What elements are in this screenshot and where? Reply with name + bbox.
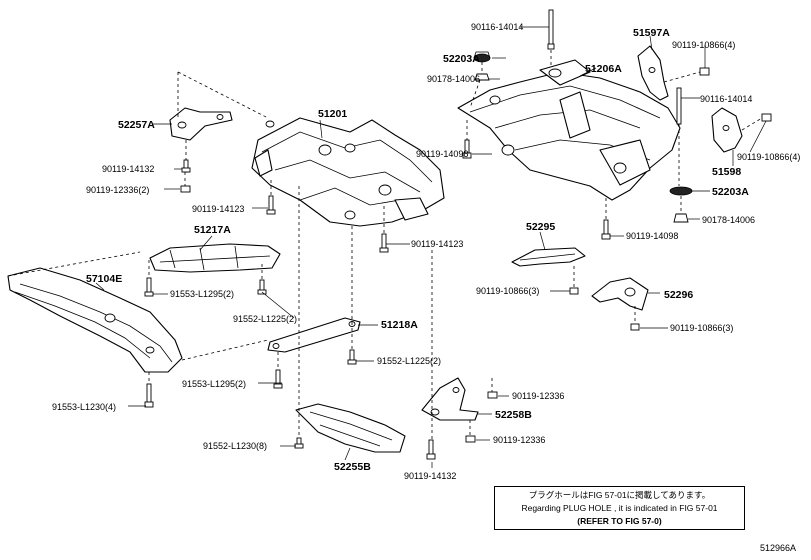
- label-51598: 51598: [712, 166, 741, 178]
- crossmember-51201[interactable]: [251, 117, 445, 227]
- label-91553-l1295-a: 91553-L1295(2): [170, 289, 234, 299]
- label-90119-10866-4-right: 90119-10866(4): [737, 152, 800, 162]
- label-51217a: 51217A: [194, 224, 231, 236]
- label-51201: 51201: [318, 108, 347, 120]
- label-90119-10866-4-top: 90119-10866(4): [672, 40, 735, 50]
- label-51206a: 51206A: [585, 63, 622, 75]
- cover-52255b[interactable]: [295, 403, 406, 453]
- label-57104e: 57104E: [86, 273, 122, 285]
- label-90119-12336-r1: 90119-12336: [512, 391, 564, 401]
- label-90119-14123-a: 90119-14123: [192, 204, 244, 214]
- label-51597a: 51597A: [633, 27, 670, 39]
- member-57104e[interactable]: [7, 267, 183, 373]
- figure-id: 512966A: [760, 543, 797, 553]
- alignment-lines: [7, 50, 763, 440]
- bracket-51597a[interactable]: [637, 45, 669, 101]
- nut-90178-top[interactable]: [474, 73, 490, 81]
- label-91552-l1230-8: 91552-L1230(8): [203, 441, 267, 451]
- label-51218a: 51218A: [381, 319, 418, 331]
- plug-hole-note: プラグホールはFIG 57-01に掲載してあります。 Regarding PLU…: [494, 486, 745, 530]
- label-52295: 52295: [526, 221, 555, 233]
- label-52257a: 52257A: [118, 119, 155, 131]
- bracket-52258b[interactable]: [421, 377, 479, 421]
- note-line-jp: プラグホールはFIG 57-01に掲載してあります。: [528, 490, 711, 500]
- label-90119-14132-left: 90119-14132: [102, 164, 154, 174]
- stopper-52295[interactable]: [511, 247, 586, 267]
- label-90178-right: 90178-14006: [702, 215, 755, 225]
- label-90119-12336-r2: 90119-12336: [493, 435, 545, 445]
- label-91553-l1295-b: 91553-L1295(2): [182, 379, 246, 389]
- label-91553-l1230-4: 91553-L1230(4): [52, 402, 116, 412]
- leader-lines: [95, 26, 767, 468]
- label-90119-10866-3-b: 90119-10866(3): [670, 323, 733, 333]
- mount-52203a-right[interactable]: [669, 186, 693, 196]
- bar-51218a[interactable]: [267, 317, 361, 353]
- label-90119-12336-2: 90119-12336(2): [86, 185, 149, 195]
- bolts: [144, 9, 772, 460]
- label-91552-l1225-b: 91552-L1225(2): [377, 356, 441, 366]
- label-52203a-top: 52203A: [443, 53, 480, 65]
- nut-90178-right[interactable]: [673, 213, 689, 223]
- brace-51217a[interactable]: [149, 243, 281, 273]
- label-90119-10866-3-a: 90119-10866(3): [476, 286, 539, 296]
- label-52255b: 52255B: [334, 461, 371, 473]
- label-91552-l1225-a: 91552-L1225(2): [233, 314, 297, 324]
- label-90119-14098-left: 90119-14098: [416, 149, 468, 159]
- label-90116-top: 90116-14014: [471, 22, 523, 32]
- label-90178-top: 90178-14006: [427, 74, 480, 84]
- label-90119-14132-bottom: 90119-14132: [404, 471, 456, 481]
- note-line-en: Regarding PLUG HOLE , it is indicated in…: [521, 503, 718, 513]
- bracket-51598[interactable]: [711, 107, 743, 153]
- label-52203a-right: 52203A: [712, 186, 749, 198]
- crossmember-51206a[interactable]: [457, 59, 681, 201]
- bracket-52296[interactable]: [591, 277, 649, 311]
- bracket-52257a[interactable]: [169, 107, 233, 141]
- label-90116-right: 90116-14014: [700, 94, 752, 104]
- label-52296: 52296: [664, 289, 693, 301]
- label-90119-14123-b: 90119-14123: [411, 239, 463, 249]
- label-52258b: 52258B: [495, 409, 532, 421]
- label-90119-14098-right: 90119-14098: [626, 231, 678, 241]
- note-line-ref: (REFER TO FIG 57-0): [577, 516, 662, 526]
